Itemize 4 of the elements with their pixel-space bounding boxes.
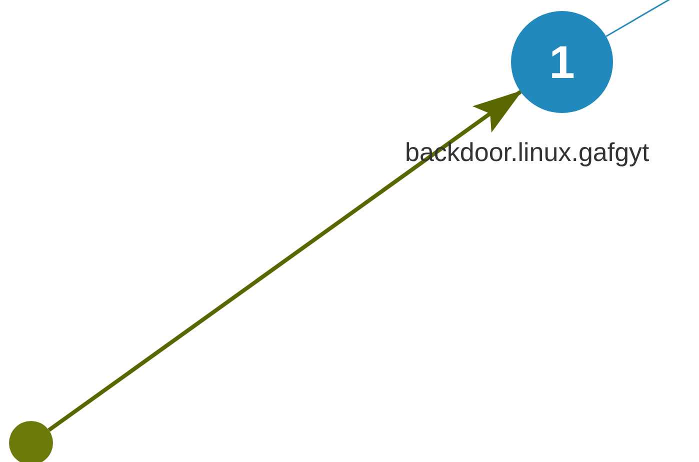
node-number: 1	[549, 39, 575, 85]
connector-line	[606, 0, 672, 37]
arrow	[48, 90, 523, 432]
circle-node	[9, 421, 53, 462]
